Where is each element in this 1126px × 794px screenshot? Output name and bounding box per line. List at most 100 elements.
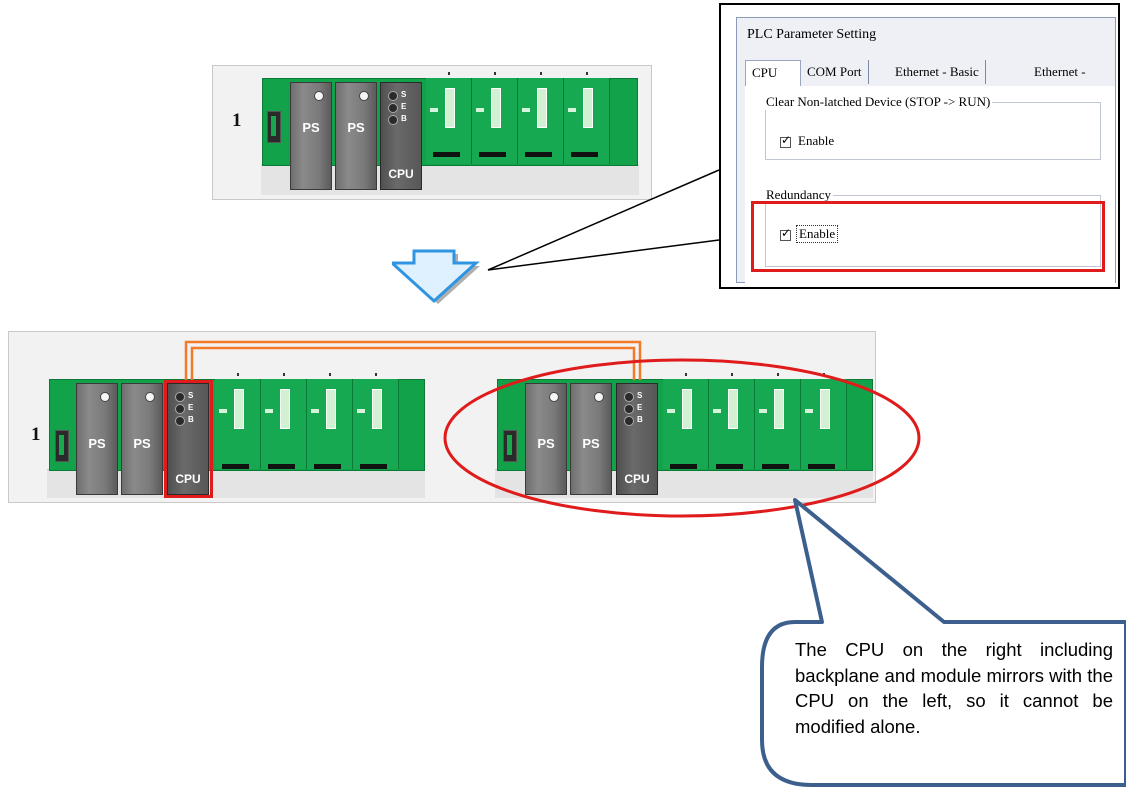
io-tag <box>759 409 767 413</box>
cpu-led-e-label: E <box>637 403 643 412</box>
tab-cpu[interactable]: CPU <box>745 60 801 86</box>
io-slot-bar <box>716 464 743 469</box>
io-card-icon <box>728 389 738 429</box>
io-tag <box>476 108 484 112</box>
io-tag <box>568 108 576 112</box>
top-backplane-connector <box>267 111 281 143</box>
io-indicator-icon <box>283 373 285 376</box>
mirror-io-slot-3[interactable] <box>755 373 801 469</box>
cpu-led-b-label: B <box>637 415 643 424</box>
io-card-icon <box>583 88 593 128</box>
power-led-icon <box>359 91 369 101</box>
cpu-led-s-label: S <box>401 90 407 99</box>
ps-label: PS <box>133 436 151 451</box>
io-card-icon <box>326 389 336 429</box>
top-io-slot-2[interactable] <box>472 72 518 164</box>
io-indicator-icon <box>448 72 450 75</box>
cpu-led-s-icon <box>175 392 185 402</box>
io-indicator-icon <box>237 373 239 376</box>
cpu-led-b-label: B <box>188 415 194 424</box>
primary-io-slot-3[interactable] <box>307 373 353 469</box>
io-card-icon <box>820 389 830 429</box>
mirror-power-supply-1[interactable]: PS <box>525 383 567 495</box>
clear-non-latched-enable-label: Enable <box>798 133 835 148</box>
io-tag <box>805 409 813 413</box>
top-cpu-module[interactable]: S E B CPU <box>380 82 422 190</box>
io-slot-bar <box>268 464 295 469</box>
cpu-led-e-label: E <box>401 102 407 111</box>
clear-non-latched-checkbox[interactable]: ✓ <box>780 133 791 148</box>
io-indicator-icon <box>540 72 542 75</box>
cpu-label: CPU <box>388 167 414 181</box>
io-indicator-icon <box>586 72 588 75</box>
top-rack-number: 1 <box>232 110 242 131</box>
tab-ethernet-advanced[interactable]: Ethernet - <box>1034 64 1086 79</box>
group-title-clear-non-latched: Clear Non-latched Device (STOP -> RUN) <box>764 94 993 110</box>
io-tag <box>219 409 227 413</box>
io-indicator-icon <box>777 373 779 376</box>
top-power-supply-1[interactable]: PS <box>290 82 332 190</box>
mirror-cpu-module[interactable]: S E B CPU <box>616 383 658 495</box>
callout-text: The CPU on the right including backplane… <box>795 639 1113 737</box>
io-tag <box>265 409 273 413</box>
cpu-label: CPU <box>624 472 650 486</box>
io-tag <box>713 409 721 413</box>
ps-label: PS <box>88 436 106 451</box>
tab-com-port[interactable]: COM Port <box>801 60 869 84</box>
cpu-label: CPU <box>175 472 201 486</box>
cpu-led-b-icon <box>175 416 185 426</box>
cpu-led-b-label: B <box>401 114 407 123</box>
primary-io-slot-1[interactable] <box>215 373 261 469</box>
mirror-highlight-ellipse <box>443 358 921 518</box>
callout-line-lower <box>487 239 720 271</box>
io-card-icon <box>280 389 290 429</box>
top-rack-panel: 1 PS PS S E B CPU <box>212 65 652 200</box>
primary-io-slot-4[interactable] <box>353 373 399 469</box>
cpu-led-e-label: E <box>188 403 194 412</box>
top-io-slot-1[interactable] <box>426 72 472 164</box>
down-arrow-icon <box>392 249 480 304</box>
primary-cpu-module[interactable]: S E B CPU <box>167 383 209 495</box>
top-io-slot-3[interactable] <box>518 72 564 164</box>
redundancy-checkbox[interactable]: ✓ <box>780 226 791 241</box>
io-slot-bar <box>360 464 387 469</box>
ps-label: PS <box>302 120 320 135</box>
primary-power-supply-2[interactable]: PS <box>121 383 163 495</box>
cpu-led-s-label: S <box>188 391 194 400</box>
mirror-io-slot-1[interactable] <box>663 373 709 469</box>
io-slot-bar <box>314 464 341 469</box>
mirror-io-slot-2[interactable] <box>709 373 755 469</box>
cpu-led-b-icon <box>388 115 398 125</box>
io-slot-bar <box>525 152 552 157</box>
redundancy-highlight-box <box>751 201 1105 272</box>
mirror-io-slot-4[interactable] <box>801 373 847 469</box>
io-indicator-icon <box>685 373 687 376</box>
cpu-led-e-icon <box>175 404 185 414</box>
callout-bubble <box>760 498 1126 787</box>
redundancy-enable-label: Enable <box>796 225 839 243</box>
primary-cpu-highlight <box>164 380 213 498</box>
top-io-slot-4[interactable] <box>564 72 610 164</box>
ps-label: PS <box>582 436 600 451</box>
power-led-icon <box>100 392 110 402</box>
io-tag <box>522 108 530 112</box>
mirror-power-supply-2[interactable]: PS <box>570 383 612 495</box>
plc-parameter-dialog: PLC Parameter Setting CPU COM Port Ether… <box>736 17 1116 284</box>
primary-power-supply-1[interactable]: PS <box>76 383 118 495</box>
io-slot-bar <box>479 152 506 157</box>
dialog-callout-frame: PLC Parameter Setting CPU COM Port Ether… <box>719 3 1120 289</box>
tab-ethernet-basic[interactable]: Ethernet - Basic <box>889 60 986 84</box>
io-indicator-icon <box>329 373 331 376</box>
io-tag <box>357 409 365 413</box>
io-slot-bar <box>670 464 697 469</box>
cpu-led-s-icon <box>624 392 634 402</box>
checkmark-icon: ✓ <box>781 226 792 240</box>
mirror-backplane-connector <box>503 430 517 462</box>
cpu-led-s-icon <box>388 91 398 101</box>
io-card-icon <box>445 88 455 128</box>
top-power-supply-2[interactable]: PS <box>335 82 377 190</box>
checkmark-icon: ✓ <box>781 133 792 147</box>
ps-label: PS <box>537 436 555 451</box>
primary-io-slot-2[interactable] <box>261 373 307 469</box>
